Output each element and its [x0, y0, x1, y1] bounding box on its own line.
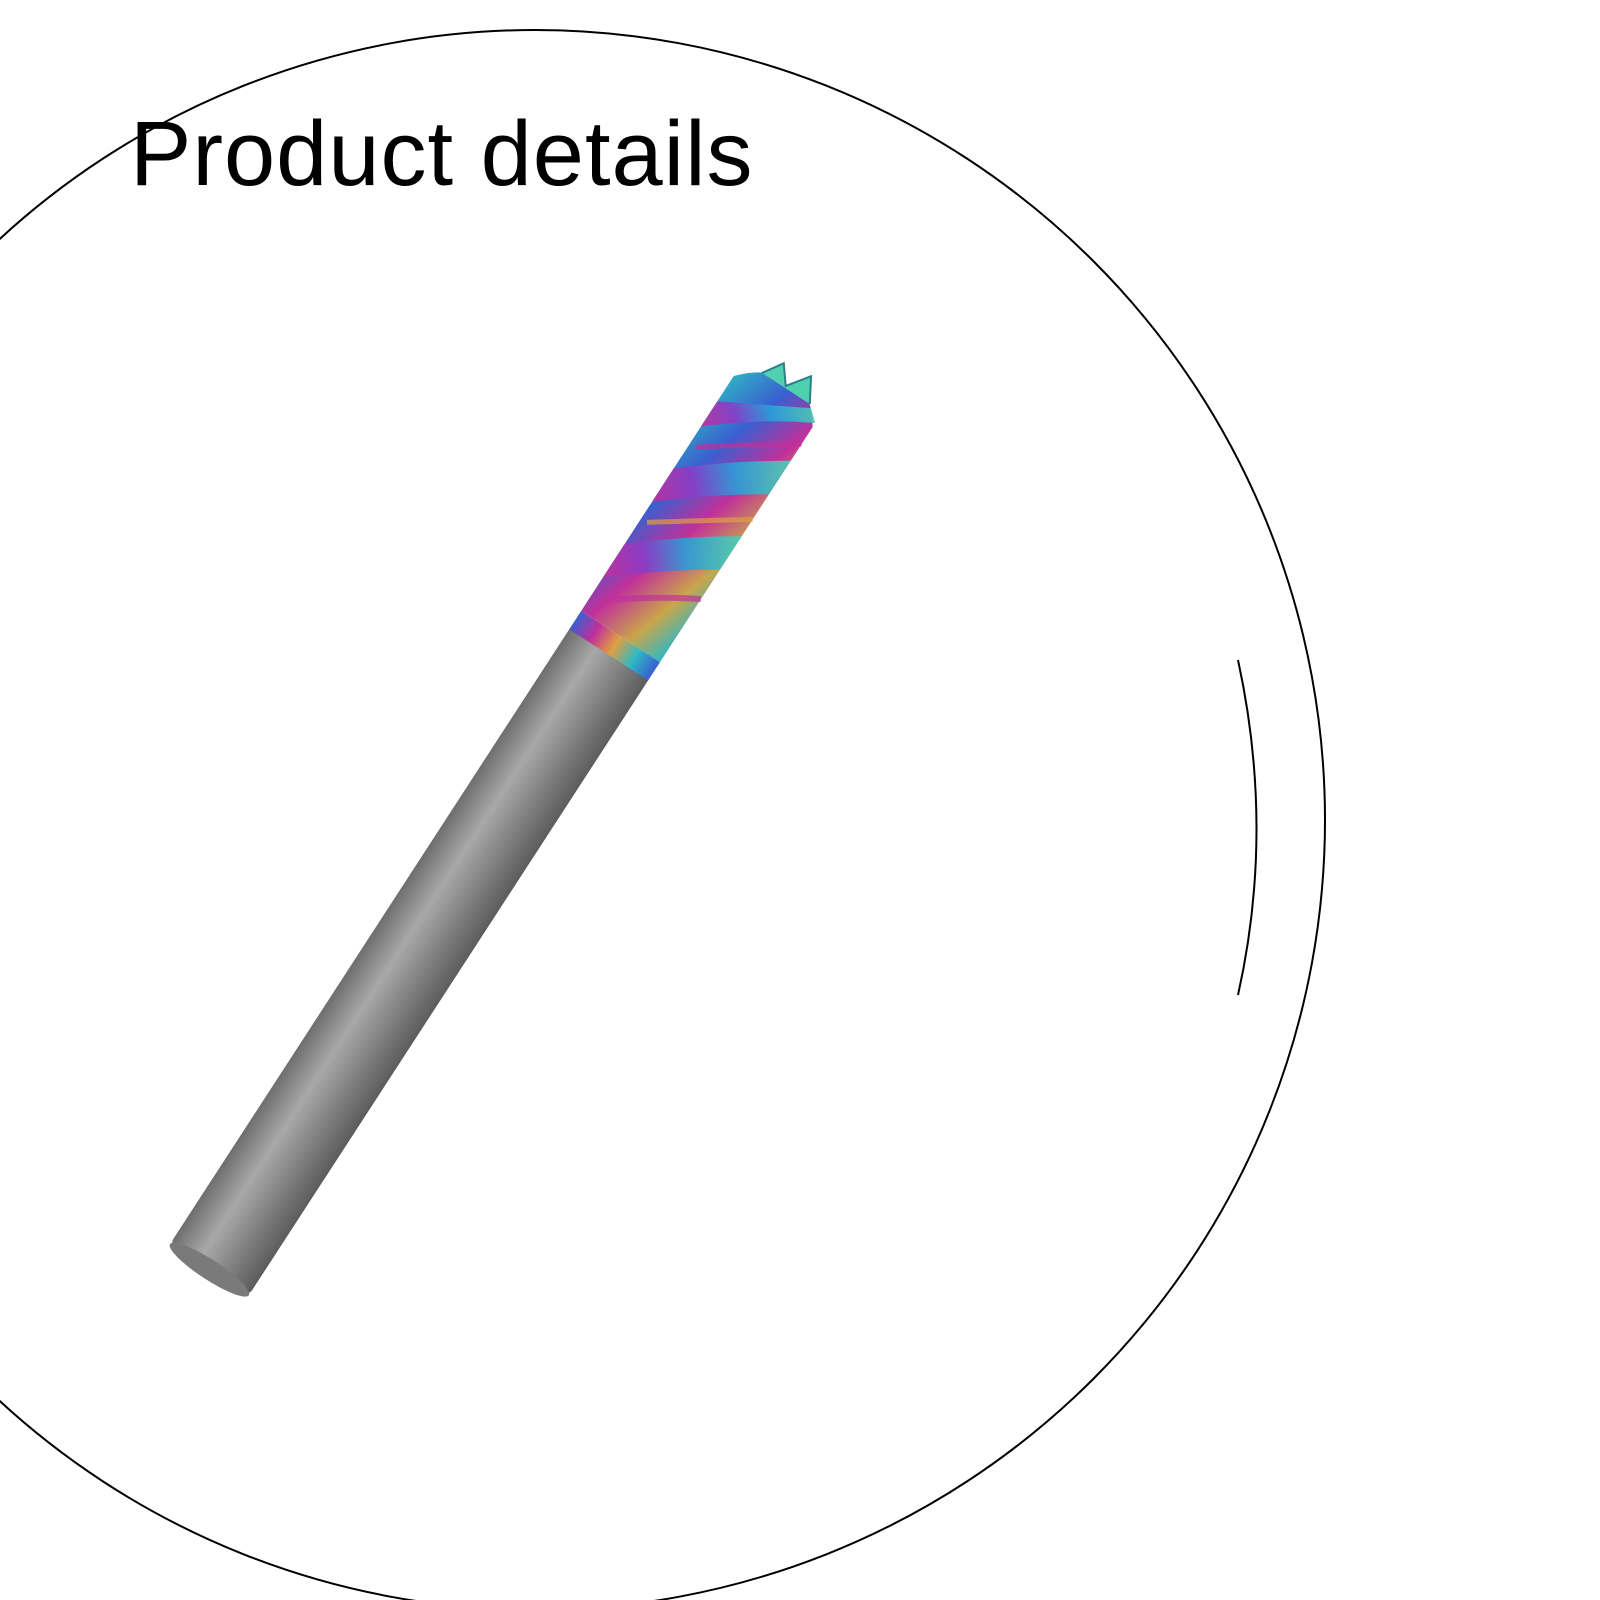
coating-ring	[569, 610, 661, 681]
page-title: Product details	[130, 103, 754, 205]
shank-end-face	[169, 1242, 250, 1297]
callout-connector-line	[1237, 659, 1258, 996]
end-mill-drill-bit-icon	[169, 361, 816, 1297]
main-circle-frame	[0, 29, 1326, 1600]
shank	[172, 625, 650, 1293]
flute-body	[581, 372, 813, 663]
